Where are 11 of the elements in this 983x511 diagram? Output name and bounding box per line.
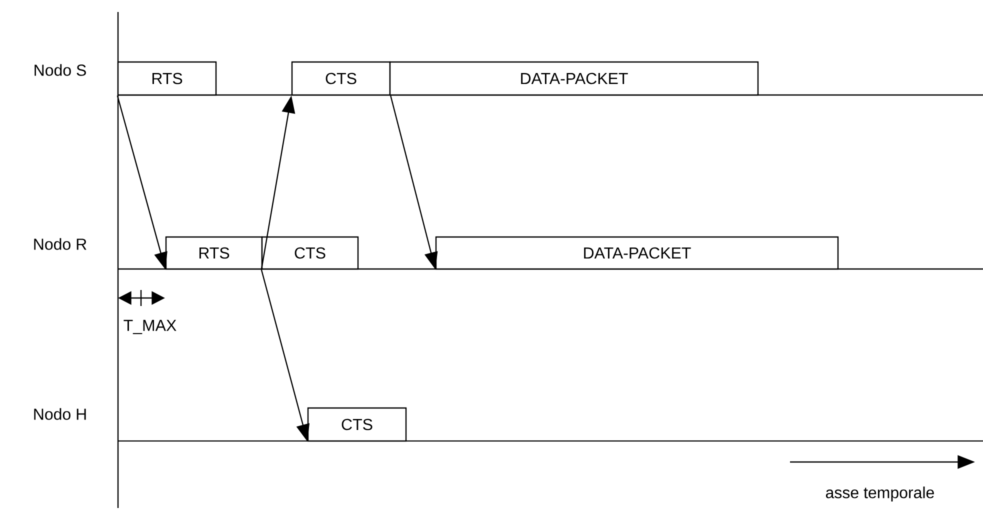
packet-box: DATA-PACKET [435,236,839,270]
axis-label: asse temporale [826,486,934,502]
lane-label: Nodo S [34,64,86,76]
packet-box: CTS [307,407,407,442]
packet-box: RTS [165,236,263,270]
packet-box: RTS [117,61,217,96]
packet-box: CTS [261,236,359,270]
lane-label: Nodo H [34,408,86,420]
lane-label: Nodo R [34,238,86,250]
packet-box: CTS [291,61,391,96]
dimension-label: T_MAX [124,320,176,334]
